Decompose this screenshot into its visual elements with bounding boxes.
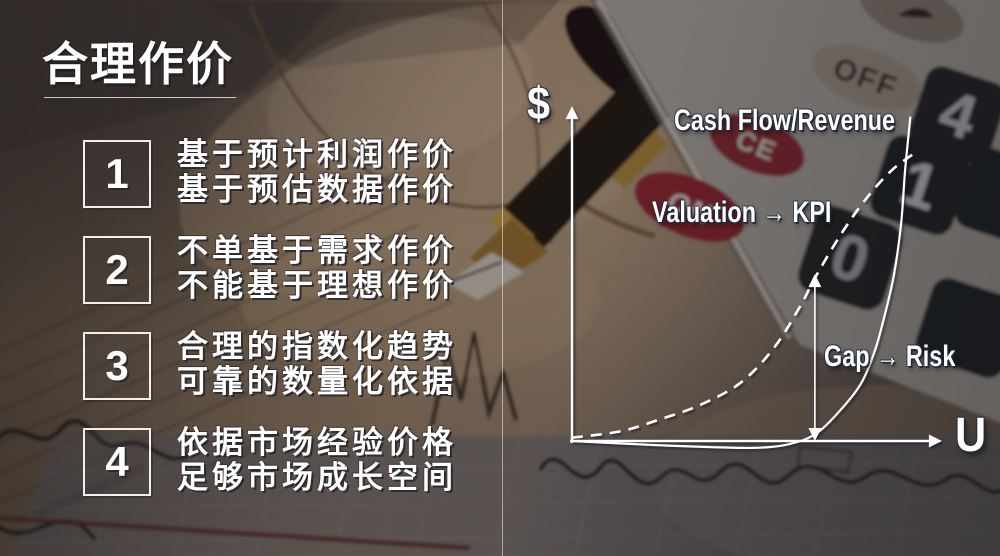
item-number-box: 3 — [83, 332, 151, 400]
item-line: 不单基于需求作价 — [177, 233, 457, 268]
title-underline — [44, 97, 236, 98]
item-number-box: 2 — [83, 236, 151, 304]
y-axis-label: $ — [527, 77, 551, 129]
item-text: 合理的指数化趋势 可靠的数量化依据 — [177, 329, 457, 400]
item-text: 依据市场经验价格 足够市场成长空间 — [177, 425, 457, 496]
item-line: 依据市场经验价格 — [177, 425, 457, 460]
item-line: 合理的指数化趋势 — [177, 329, 457, 364]
valuation-curve-dashed — [571, 149, 919, 439]
item-number-box: 4 — [83, 428, 151, 496]
item-number-box: 1 — [83, 140, 151, 208]
section-divider-line — [502, 0, 503, 556]
cashflow-curve-solid — [571, 116, 912, 450]
item-line: 可靠的数量化依据 — [177, 364, 457, 399]
item-line: 不能基于理想作价 — [177, 268, 457, 303]
item-line: 基于预估数据作价 — [177, 172, 457, 207]
annotation-gap-risk: Gap → Risk — [824, 340, 956, 373]
list-item: 2 不单基于需求作价 不能基于理想作价 — [83, 233, 457, 304]
list-item: 4 依据市场经验价格 足够市场成长空间 — [83, 425, 457, 496]
item-text: 基于预计利润作价 基于预估数据作价 — [177, 137, 457, 208]
annotation-cashflow-revenue: Cash Flow/Revenue — [674, 104, 896, 137]
item-line: 足够市场成长空间 — [177, 460, 457, 495]
item-line: 基于预计利润作价 — [177, 137, 457, 172]
page-title: 合理作价 — [42, 38, 234, 90]
list-item: 1 基于预计利润作价 基于预估数据作价 — [83, 137, 457, 208]
x-axis-label: U — [955, 409, 987, 462]
item-text: 不单基于需求作价 不能基于理想作价 — [177, 233, 457, 304]
list-item: 3 合理的指数化趋势 可靠的数量化依据 — [83, 329, 457, 400]
annotation-valuation-kpi: Valuation → KPI — [652, 196, 832, 229]
